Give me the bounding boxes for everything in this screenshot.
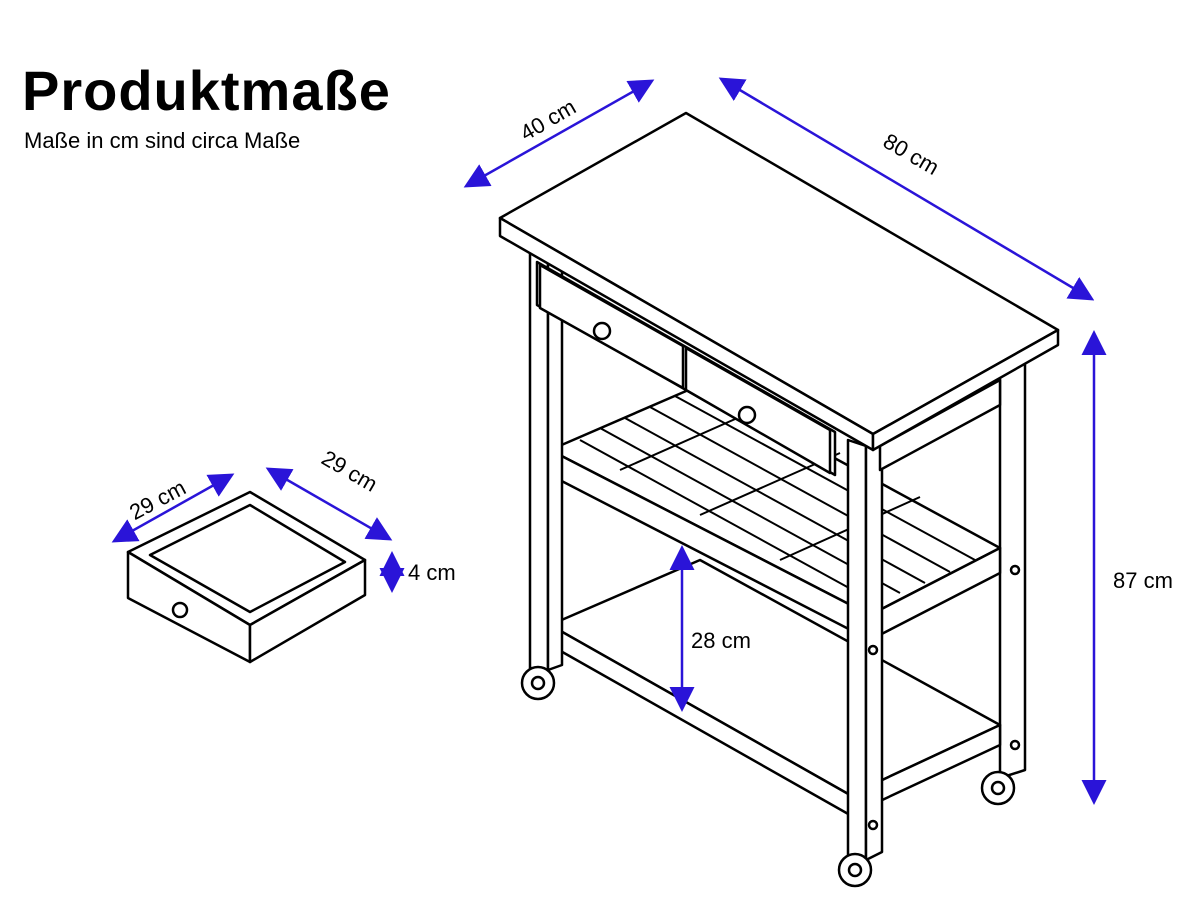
width-label: 80 cm <box>879 128 943 180</box>
height-label: 87 cm <box>1113 568 1173 593</box>
drawer-depth-label: 29 cm <box>317 445 381 497</box>
drawer-drawing <box>126 490 367 664</box>
depth-label: 40 cm <box>516 94 580 146</box>
shelf-gap-label: 28 cm <box>691 628 751 653</box>
drawer-knob-icon <box>737 405 757 425</box>
drawer-knob-icon <box>171 601 189 619</box>
page-subtitle: Maße in cm sind circa Maße <box>24 128 301 153</box>
drawer-knob-icon <box>592 321 612 341</box>
page-title: Produktmaße <box>22 59 391 122</box>
drawer-height-label: 4 cm <box>408 560 456 585</box>
dimension-arrows <box>111 77 1107 805</box>
